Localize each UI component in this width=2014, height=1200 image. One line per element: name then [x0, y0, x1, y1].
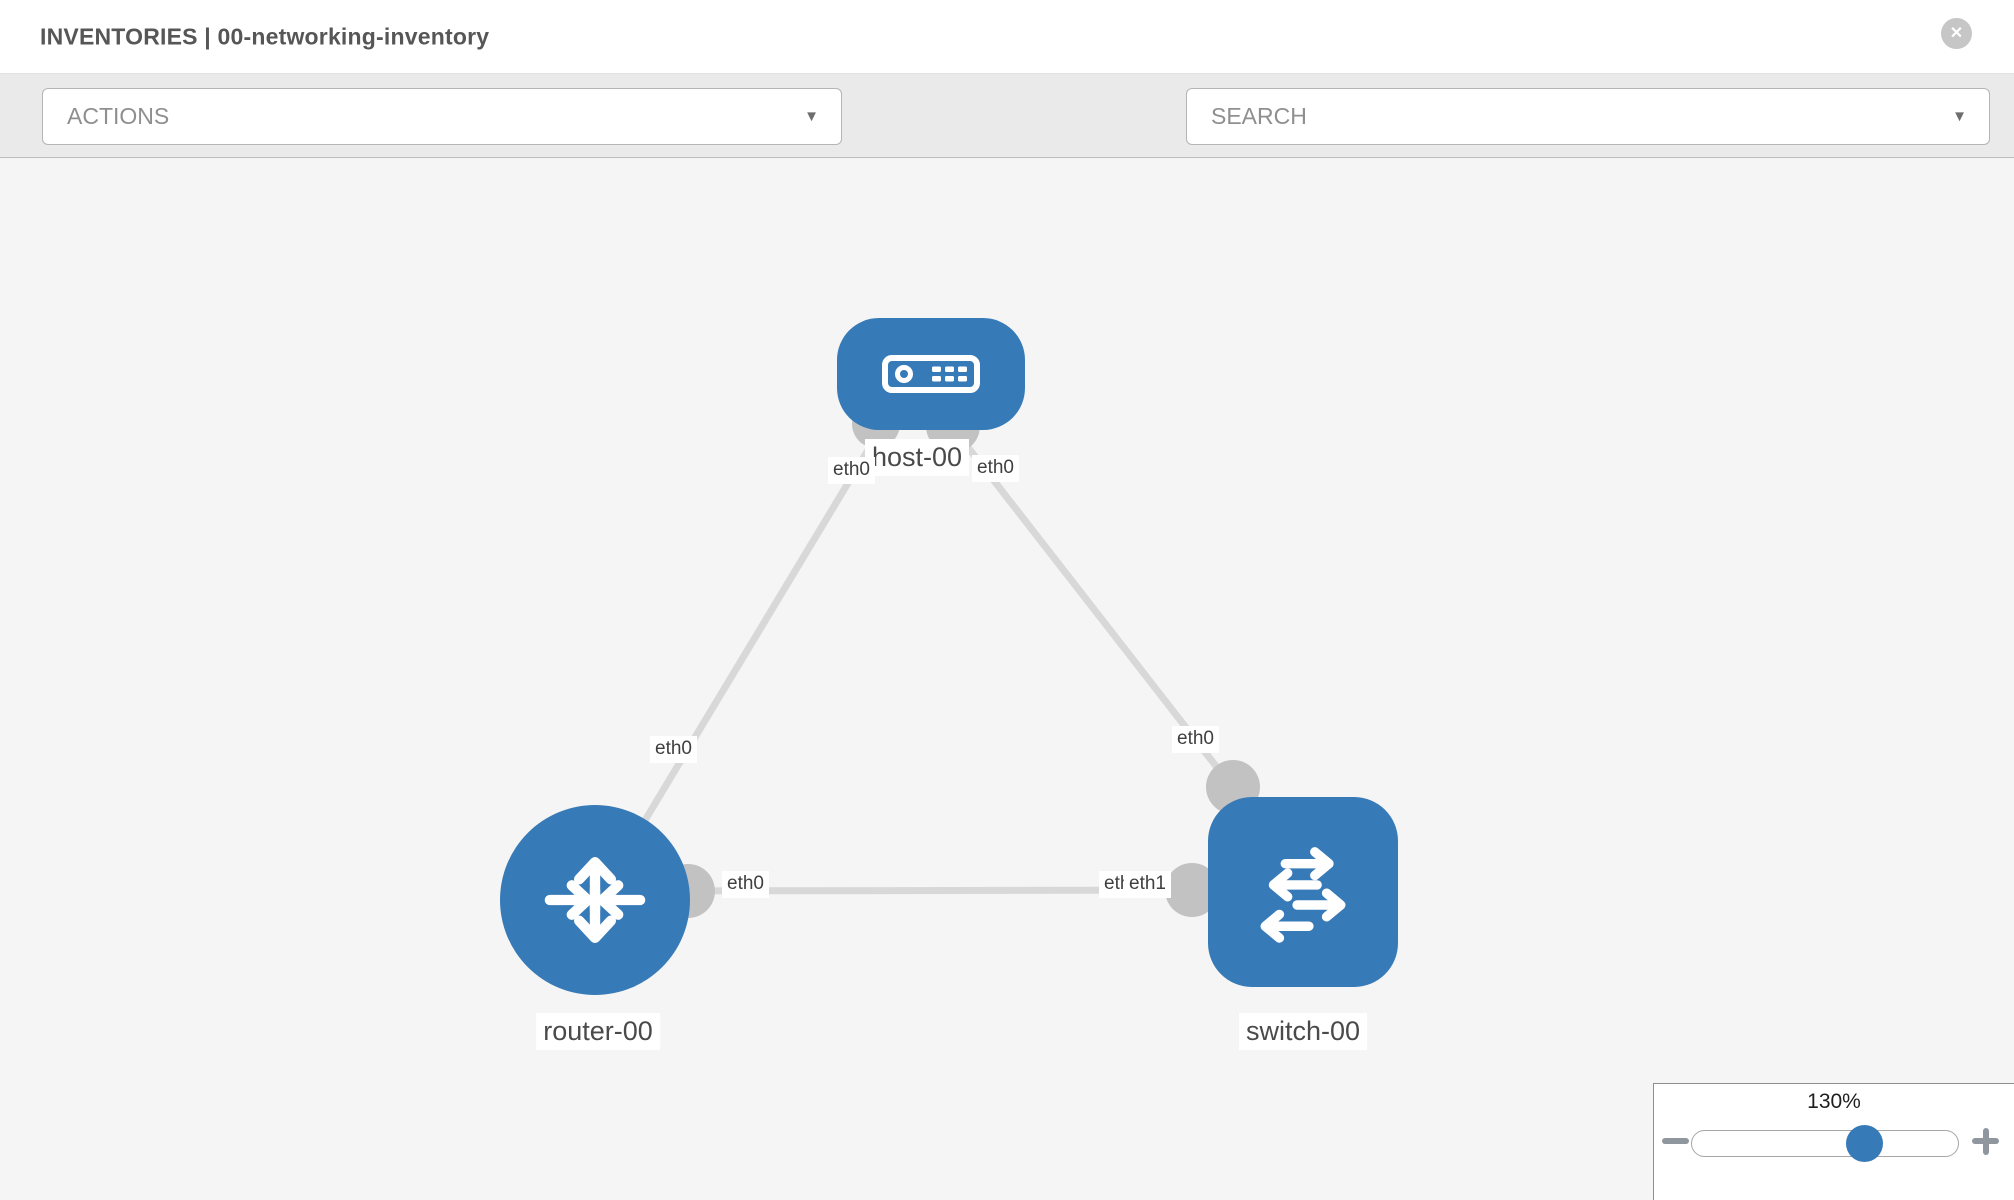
zoom-out-button[interactable] [1662, 1138, 1689, 1144]
node-label-host: host-00 [864, 439, 970, 477]
chevron-down-icon: ▼ [804, 108, 819, 125]
chevron-down-icon: ▼ [1952, 108, 1967, 125]
node-host-00[interactable] [837, 318, 1025, 430]
toolbar: ACTIONS ▼ SEARCH ▼ [0, 73, 2014, 206]
node-switch-00[interactable] [1208, 797, 1398, 987]
close-icon: ✕ [1949, 24, 1964, 42]
node-router-00[interactable] [500, 805, 690, 995]
search-dropdown-label: SEARCH [1211, 103, 1307, 129]
actions-dropdown[interactable]: ACTIONS ▼ [42, 88, 842, 145]
iface-label-switch-uplink: eth0 [1172, 726, 1219, 753]
topology-links-layer [597, 399, 1260, 918]
zoom-in-button[interactable] [1972, 1127, 1999, 1155]
host-icon [882, 355, 980, 393]
router-icon [544, 856, 646, 944]
zoom-panel: 130% [1653, 1083, 2014, 1200]
search-dropdown[interactable]: SEARCH ▼ [1186, 88, 1990, 145]
switch-icon [1260, 847, 1346, 943]
minus-icon [1662, 1138, 1689, 1144]
iface-label-switch-eth1: eth1 [1124, 871, 1171, 898]
close-button[interactable]: ✕ [1941, 18, 1972, 49]
zoom-slider-track[interactable] [1691, 1130, 1959, 1157]
zoom-slider-thumb[interactable] [1846, 1125, 1883, 1162]
iface-label-host-eth0-left: eth0 [828, 457, 875, 484]
link-host-router[interactable] [597, 428, 883, 897]
header-bar: INVENTORIES | 00-networking-inventory ✕ [0, 0, 2014, 73]
zoom-level-readout: 130% [1807, 1090, 1861, 1113]
node-label-switch: switch-00 [1238, 1013, 1368, 1051]
node-label-router: router-00 [536, 1013, 660, 1051]
page-title: INVENTORIES | 00-networking-inventory [40, 23, 490, 49]
plus-icon [1972, 1127, 1999, 1155]
interface-dot [1165, 863, 1219, 917]
topology-canvas[interactable]: host-00 router-00 switch-00 eth0 eth0 et… [0, 158, 2014, 1200]
actions-dropdown-label: ACTIONS [67, 103, 170, 129]
iface-label-host-eth0-right: eth0 [972, 455, 1019, 482]
iface-label-router-eth0: eth0 [722, 871, 769, 898]
iface-label-router-uplink: eth0 [650, 736, 697, 763]
